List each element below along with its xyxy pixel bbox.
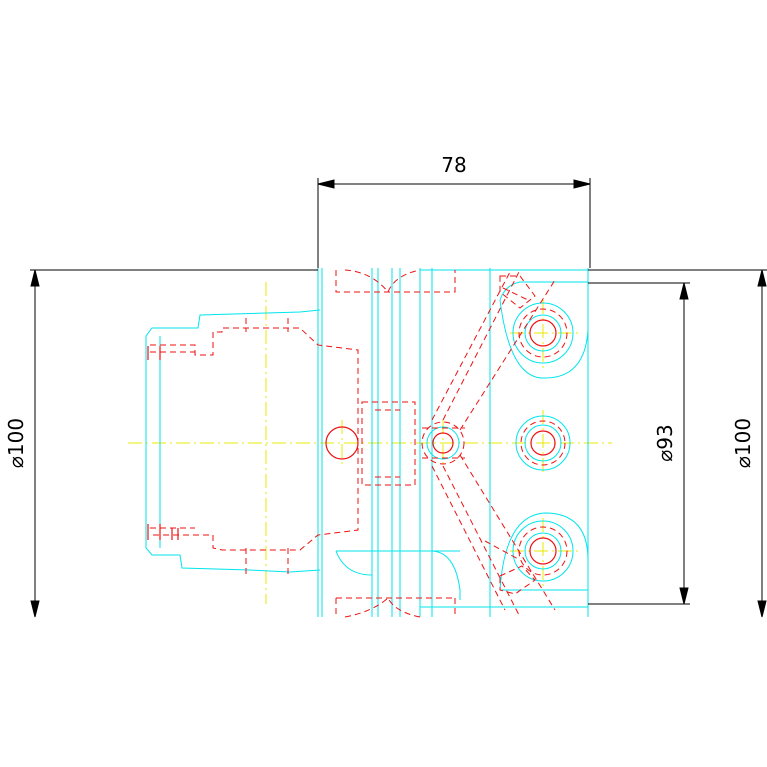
- centerlines: [128, 282, 612, 604]
- dimension-inner-diameter: [588, 282, 690, 605]
- hidden-lines: [150, 269, 568, 618]
- dimension-78: [317, 178, 591, 268]
- dimension-right-diameter: [588, 269, 767, 618]
- dimension-left-diameter-label: ⌀100: [4, 418, 28, 468]
- dimension-78-label: 78: [441, 153, 466, 177]
- red-solid-features: [147, 319, 557, 565]
- dimension-inner-diameter-label: ⌀93: [653, 424, 677, 462]
- dimension-left-diameter: [30, 269, 318, 618]
- dimension-right-diameter-label: ⌀100: [731, 418, 755, 468]
- visible-outlines: [145, 268, 589, 617]
